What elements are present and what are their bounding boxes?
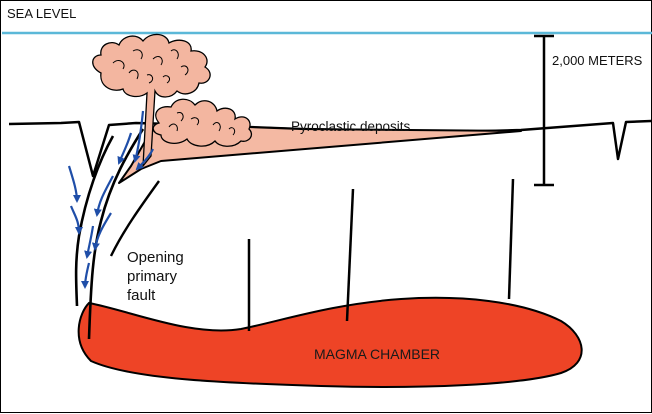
arrow-icon xyxy=(69,166,77,201)
primary-fault-outer xyxy=(76,136,113,306)
scale-label: 2,000 METERS xyxy=(552,54,642,67)
pyroclastic-cloud xyxy=(153,99,251,146)
fault-line-3 xyxy=(509,179,513,299)
secondary-fault xyxy=(111,181,159,256)
opening-primary-fault-label: Opening primary fault xyxy=(127,248,184,305)
magma-chamber-label: MAGMA CHAMBER xyxy=(314,347,440,361)
arrow-icon xyxy=(85,263,89,287)
sea-level-label: SEA LEVEL xyxy=(7,7,76,20)
magma-chamber xyxy=(79,298,582,387)
pyroclastic-deposits-label: Pyroclastic deposits xyxy=(291,120,410,134)
fault-line-2 xyxy=(347,189,353,321)
arrow-icon xyxy=(87,226,93,257)
arrow-icon xyxy=(71,206,79,233)
